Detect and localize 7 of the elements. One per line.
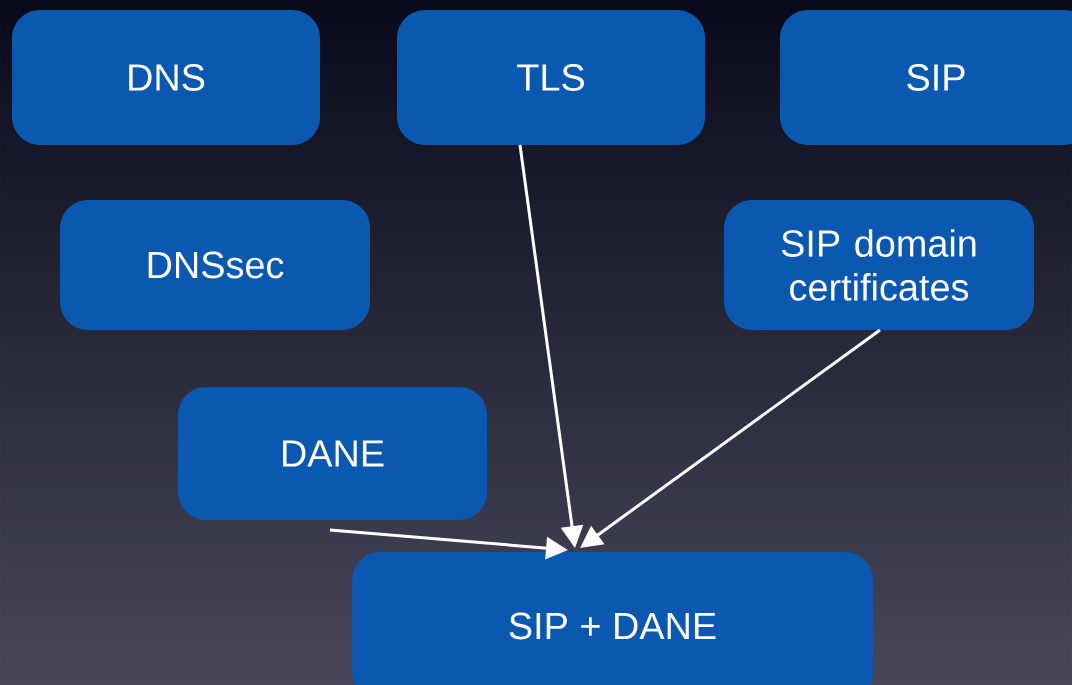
process-box: SIP domain certificates [724, 200, 1034, 330]
process-box: TLS [397, 10, 705, 145]
process-box: DNSsec [60, 200, 370, 330]
process-box: SIP + DANE [352, 552, 873, 685]
process-box: DNS [12, 10, 320, 145]
process-box: SIP [780, 10, 1072, 145]
process-box: DANE [178, 387, 487, 520]
